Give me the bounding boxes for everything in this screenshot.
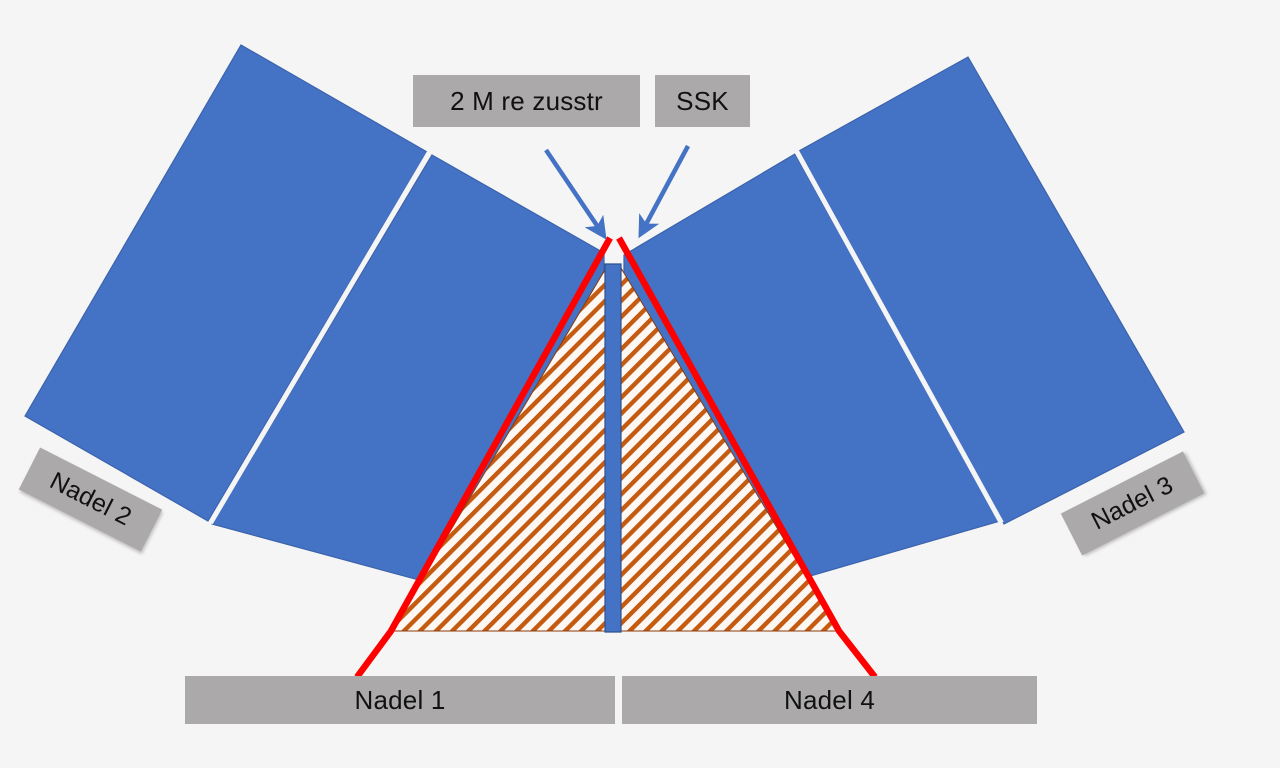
arrow-ssk — [638, 144, 690, 239]
red-outline-right — [616, 236, 878, 680]
panel-divider-left — [208, 150, 432, 525]
label-nadel-4[interactable]: Nadel 4 — [622, 676, 1037, 724]
panel-divider-right — [794, 149, 1004, 525]
label-nadel-1[interactable]: Nadel 1 — [185, 676, 615, 724]
center-blue-strip — [604, 263, 622, 633]
label-2m-re-zusstr[interactable]: 2 M re zusstr — [413, 75, 640, 127]
panel-nadel3-outer — [798, 56, 1185, 525]
panel-nadel2-outer — [24, 44, 428, 522]
label-ssk[interactable]: SSK — [655, 75, 750, 127]
red-outline-left — [354, 236, 613, 679]
arrow-2m-re-zusstr — [544, 148, 607, 240]
